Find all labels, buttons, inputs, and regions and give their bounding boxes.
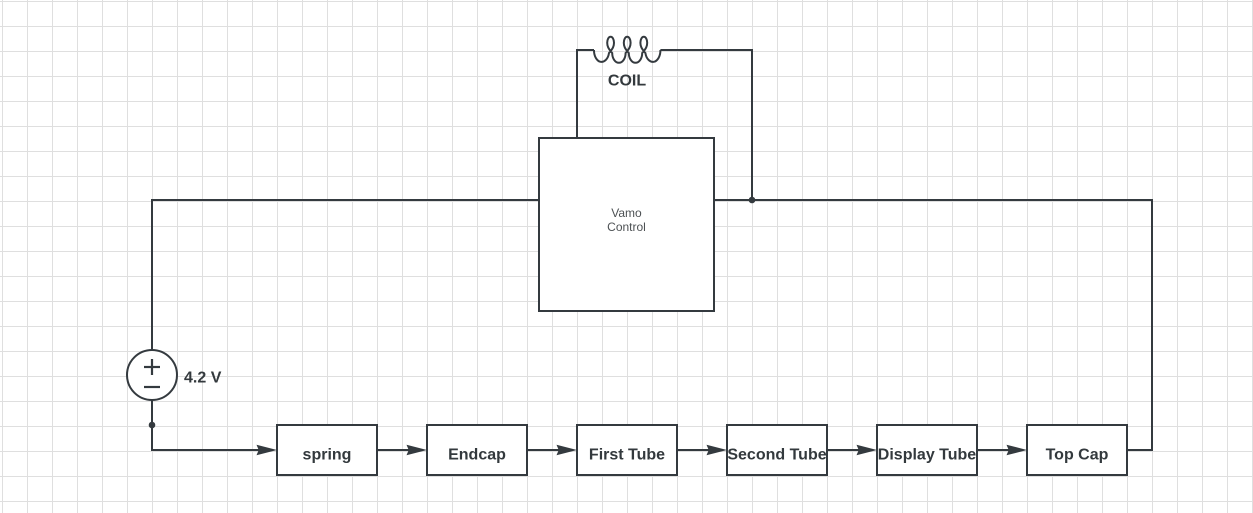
svg-text:Second Tube: Second Tube <box>727 447 826 464</box>
svg-text:Endcap: Endcap <box>448 447 506 464</box>
svg-text:spring: spring <box>303 447 352 464</box>
svg-text:First Tube: First Tube <box>589 447 665 464</box>
svg-text:Control: Control <box>607 220 646 234</box>
svg-text:Top Cap: Top Cap <box>1046 447 1109 464</box>
svg-text:COIL: COIL <box>608 73 646 90</box>
svg-text:Display Tube: Display Tube <box>878 447 976 464</box>
svg-text:Vamo: Vamo <box>611 206 642 220</box>
svg-text:4.2 V: 4.2 V <box>184 370 222 387</box>
